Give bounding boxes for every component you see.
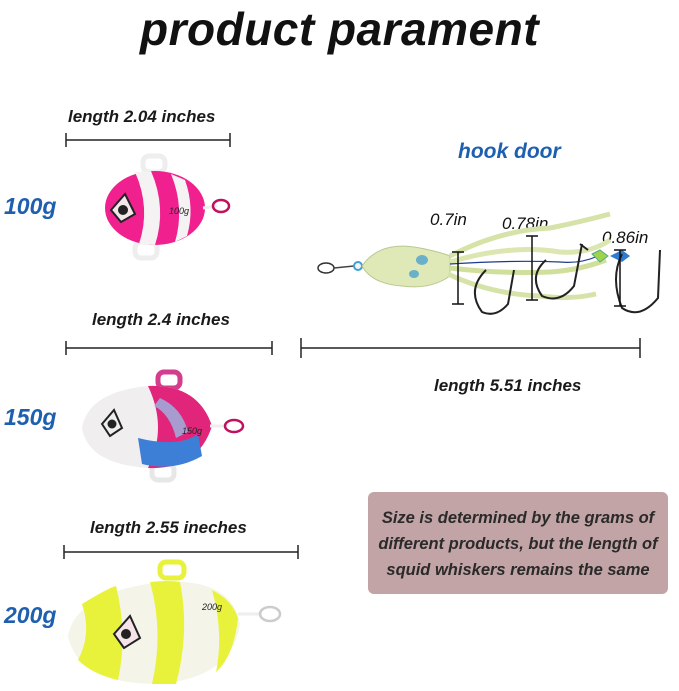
lure-2-stamp: 150g	[182, 426, 202, 436]
hook-title: hook door	[458, 140, 561, 163]
info-note: Size is determined by the grams of diffe…	[368, 492, 668, 594]
lure-3-length-label: length 2.55 ineches	[90, 518, 247, 537]
lure-3-weight: 200g	[4, 602, 57, 628]
lure-1-length-label: length 2.04 inches	[68, 107, 216, 126]
hook-measure-1: 0.7in	[430, 210, 467, 229]
lure-1-stamp: 100g	[169, 206, 189, 216]
lure-1-weight: 100g	[4, 193, 57, 219]
lure-2-image: 150g	[82, 369, 245, 483]
lure-2-length-label: length 2.4 inches	[92, 310, 230, 329]
lure-2-weight: 150g	[4, 404, 57, 430]
squid-hook-image	[317, 211, 661, 315]
hook-length-label: length 5.51 inches	[434, 376, 582, 395]
lure-3-stamp: 200g	[201, 602, 222, 612]
hook-measure-3: 0.86in	[602, 228, 649, 247]
lure-3-image: 200g	[68, 559, 282, 684]
page-title: product parament	[139, 3, 540, 55]
lure-1-image: 100g	[105, 153, 231, 261]
